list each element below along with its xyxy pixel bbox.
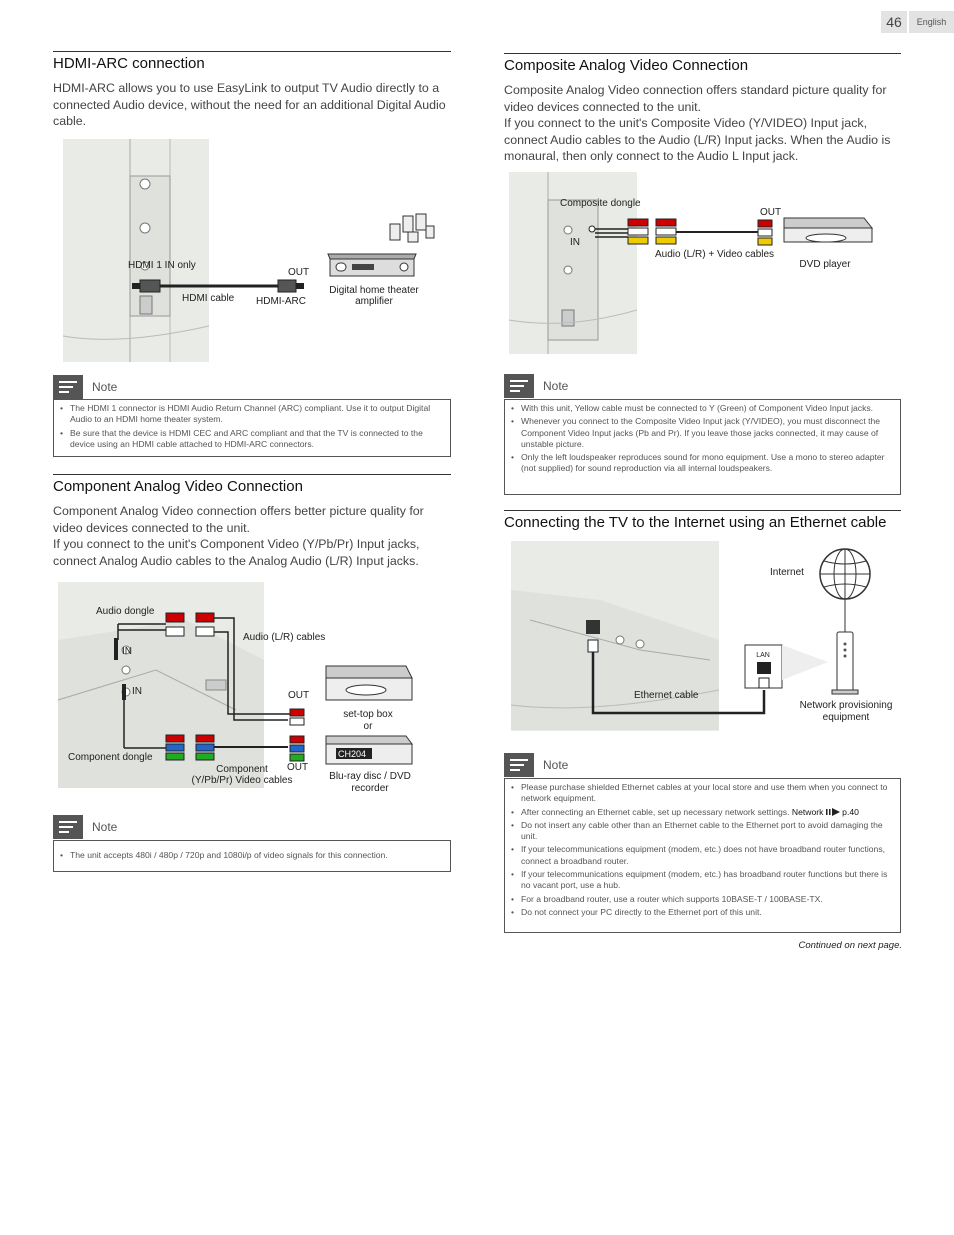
note-icon — [504, 374, 534, 398]
blu-ray-recorder-icon: CH204 — [325, 735, 413, 765]
bd-label-1: Blu-ray disc / DVD — [329, 771, 411, 782]
hdmi-arc-title: HDMI-ARC connection — [53, 55, 205, 72]
recorder-display: CH204 — [338, 749, 366, 759]
note-label: Note — [543, 379, 569, 393]
out-label-2: OUT — [287, 762, 308, 773]
note-item: Please purchase shielded Ethernet cables… — [511, 782, 894, 805]
component-dongle-label: Component dongle — [68, 752, 153, 763]
composite-dongle-label: Composite dongle — [560, 198, 641, 209]
note-item: If your telecommunications equipment (mo… — [511, 844, 894, 867]
out-label-1: OUT — [288, 690, 309, 701]
composite-note-box: With this unit, Yellow cable must be con… — [504, 399, 901, 495]
note-label: Note — [92, 820, 118, 834]
dvd-player-label: DVD player — [799, 259, 851, 270]
set-top-box-icon — [325, 665, 413, 701]
tv-back-panel — [57, 582, 264, 788]
network-page-ref[interactable]: p.40 — [842, 806, 859, 817]
out-label: OUT — [760, 207, 781, 218]
hdmi-arc-port-label: HDMI-ARC — [256, 296, 306, 307]
ethernet-diagram: LAN Internet Ethernet cable Network prov… — [510, 540, 900, 732]
stb-label-2: or — [364, 721, 374, 732]
component-intro: Component Analog Video connection offers… — [53, 504, 424, 568]
hdmi-arc-intro: HDMI-ARC allows you to use EasyLink to o… — [53, 81, 446, 128]
note-icon — [53, 815, 83, 839]
language-tab: English — [909, 11, 954, 33]
tv-back-panel — [508, 172, 638, 354]
tv-back-panel — [510, 541, 720, 731]
in-label-1: IN — [122, 646, 132, 657]
section-rule — [53, 51, 451, 52]
note-item: After connecting an Ethernet cable, set … — [511, 806, 894, 819]
dvd-player-icon — [783, 217, 874, 243]
amp-label-2: amplifier — [355, 296, 393, 307]
note-item: Be sure that the device is HDMI CEC and … — [60, 428, 444, 451]
network-link[interactable]: Network — [791, 806, 824, 817]
in-label-2: IN — [132, 686, 142, 697]
note-item: With this unit, Yellow cable must be con… — [511, 403, 894, 415]
note-item: Do not insert any cable other than an Et… — [511, 820, 894, 843]
note-icon — [53, 375, 83, 399]
composite-diagram: Composite dongle IN OUT Audio (L/R) + Vi… — [508, 170, 888, 356]
hdmi-arc-diagram: HDMI 1 IN only HDMI cable OUT HDMI-ARC D… — [60, 136, 440, 366]
comp-cables-label-1: Component — [216, 764, 268, 775]
hdmi-note-box: The HDMI 1 connector is HDMI Audio Retur… — [53, 399, 451, 457]
note-item: Do not connect your PC directly to the E… — [511, 907, 894, 919]
amp-label-1: Digital home theater — [329, 285, 419, 296]
ethernet-title: Connecting the TV to the Internet using … — [504, 514, 887, 531]
composite-intro: Composite Analog Video connection offers… — [504, 83, 891, 163]
comp-cables-label-2: (Y/Pb/Pr) Video cables — [192, 775, 293, 786]
stb-label-1: set-top box — [343, 709, 392, 720]
component-note-box: The unit accepts 480i / 480p / 720p and … — [53, 840, 451, 872]
hdmi-cable-label: HDMI cable — [182, 293, 235, 304]
section-rule — [53, 474, 451, 475]
internet-label: Internet — [770, 567, 804, 578]
out-label: OUT — [288, 267, 309, 278]
tv-back-panel — [62, 139, 210, 362]
audio-cables-label: Audio (L/R) cables — [243, 632, 325, 643]
note-item: If your telecommunications equipment (mo… — [511, 869, 894, 892]
ethernet-note-box: Please purchase shielded Ethernet cables… — [504, 778, 901, 933]
audio-dongle-label: Audio dongle — [96, 606, 155, 617]
router-icon — [782, 631, 859, 695]
speakers-icon — [389, 213, 435, 243]
network-equipment-label-1: Network provisioning — [800, 700, 893, 711]
note-label: Note — [92, 380, 118, 394]
note-item: For a broadband router, use a router whi… — [511, 894, 894, 906]
page-number: 46 — [881, 11, 907, 33]
note-item: Only the left loudspeaker reproduces sou… — [511, 452, 894, 475]
network-equipment-label-2: equipment — [823, 712, 870, 723]
continued-next-page: Continued on next page. — [798, 940, 902, 951]
lan-label: LAN — [756, 652, 770, 659]
globe-icon — [819, 548, 871, 632]
section-rule — [504, 510, 901, 511]
ethernet-cable-label: Ethernet cable — [634, 690, 699, 701]
in-label: IN — [570, 237, 580, 248]
note-item: Whenever you connect to the Composite Vi… — [511, 416, 894, 450]
hdmi-in-label: HDMI 1 IN only — [128, 260, 196, 271]
arrow-icon — [825, 807, 842, 817]
bd-label-2: recorder — [351, 783, 389, 794]
composite-title: Composite Analog Video Connection — [504, 57, 749, 74]
lan-port-box — [744, 644, 783, 689]
component-diagram: CH204 Audio dongle IN Audio (L/R) cables… — [56, 580, 426, 795]
note-icon — [504, 753, 534, 777]
component-title: Component Analog Video Connection — [53, 478, 303, 495]
composite-cables-label: Audio (L/R) + Video cables — [655, 249, 774, 260]
note-item: The unit accepts 480i / 480p / 720p and … — [60, 850, 444, 862]
home-theater-amplifier-icon — [327, 253, 417, 277]
section-rule — [504, 53, 901, 54]
note-item: The HDMI 1 connector is HDMI Audio Retur… — [60, 403, 444, 426]
note-label: Note — [543, 758, 569, 772]
